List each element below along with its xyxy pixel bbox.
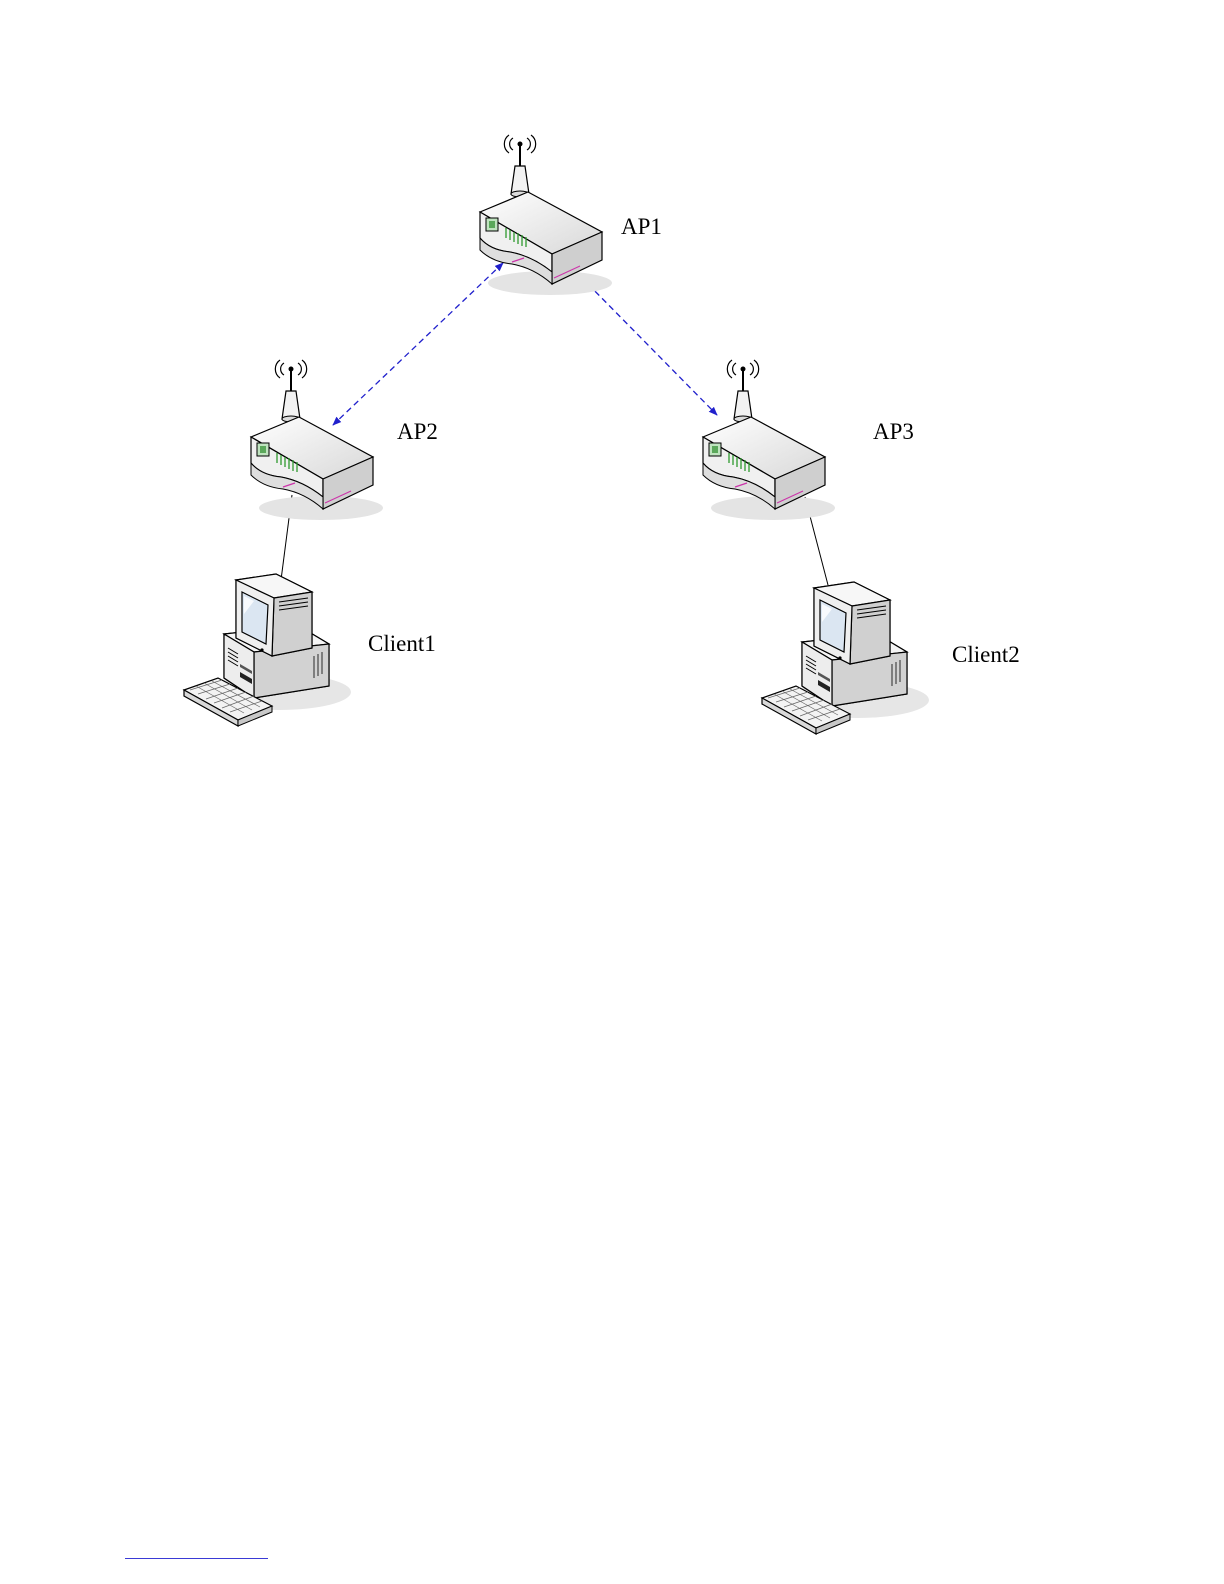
client2-label: Client2 bbox=[952, 642, 1020, 667]
desktop-computer-icon bbox=[762, 582, 929, 734]
wireless-router-icon bbox=[703, 360, 835, 520]
footnote-rule bbox=[125, 1558, 268, 1559]
ap1-label: AP1 bbox=[621, 214, 662, 239]
network-diagram: AP1 AP2 AP3 Client1 Client2 bbox=[0, 0, 1224, 800]
ap2-label: AP2 bbox=[397, 419, 438, 444]
wireless-router-icon bbox=[480, 135, 612, 295]
desktop-computer-icon bbox=[184, 574, 351, 726]
wireless-link-ap1-ap3 bbox=[581, 277, 717, 415]
wireless-link-ap1-ap2 bbox=[333, 263, 503, 425]
wireless-router-icon bbox=[251, 360, 383, 520]
ap3-label: AP3 bbox=[873, 419, 914, 444]
client1-label: Client1 bbox=[368, 631, 436, 656]
